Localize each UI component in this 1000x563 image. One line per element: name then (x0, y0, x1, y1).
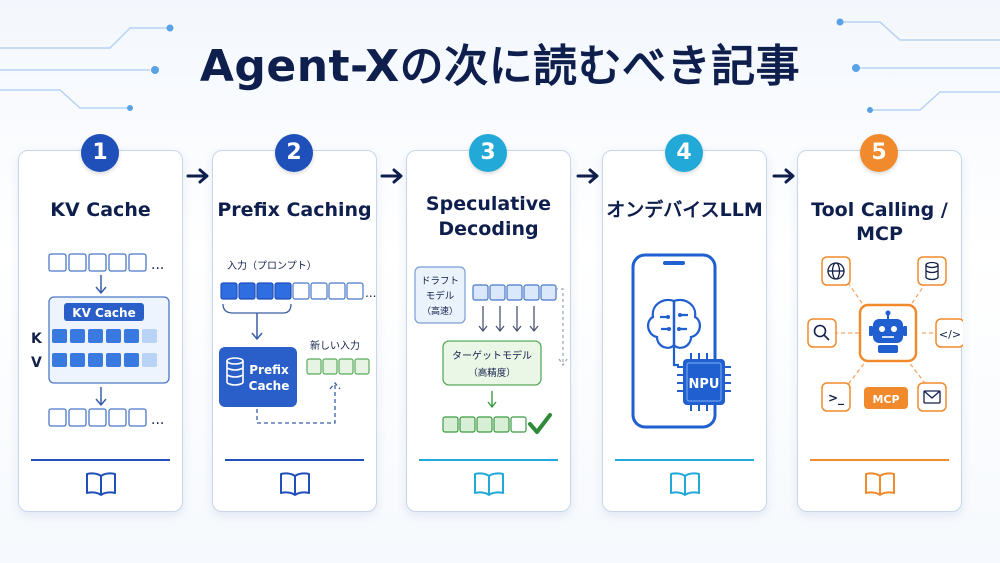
code-icon: </> (939, 328, 961, 341)
card-title: Tool Calling / MCP (811, 199, 948, 245)
card-title: Speculative (425, 193, 552, 215)
ellipsis-label: ... (365, 286, 376, 300)
card-title: Prefix Caching (217, 199, 372, 221)
mcp-label: MCP (872, 393, 899, 406)
on-device-llm-illustration: NPU (631, 253, 731, 429)
arrow-right-icon (772, 168, 795, 184)
card-divider (810, 459, 949, 461)
page-title: Agent-Xの次に読むべき記事 (199, 41, 801, 92)
card-divider (225, 459, 364, 461)
step-badge: 2 (275, 134, 313, 172)
book-icon[interactable] (864, 471, 896, 497)
database-icon (925, 261, 939, 281)
step-badge: 5 (860, 134, 898, 172)
brain-icon (647, 298, 701, 367)
prefix-cache-label: Prefix (249, 363, 289, 377)
arrow-right-icon (186, 168, 209, 184)
check-icon (528, 413, 552, 434)
prefix-caching-illustration: 入力（プロンプト） ... Prefix Cache 新しい入力 (219, 259, 376, 424)
article-card-tool-calling-mcp[interactable]: Tool Calling / MCP </> >_ (797, 150, 963, 512)
arrow-right-icon (576, 168, 599, 184)
arrow-right-icon (380, 168, 403, 184)
v-label: V (31, 355, 42, 371)
book-icon[interactable] (473, 471, 505, 497)
step-badge: 1 (81, 134, 119, 172)
input-label: 入力（プロンプト） (227, 259, 317, 272)
kv-cache-illustration: ... KV Cache K V (31, 253, 170, 428)
speculative-decoding-illustration: ドラフト モデル （高速） ターゲットモデル （高精度） (414, 266, 568, 434)
step-badge: 4 (665, 134, 703, 172)
article-card-prefix-caching[interactable]: Prefix Caching 入力（プロンプト） ... Prefix Cach… (212, 150, 377, 512)
draft-model-label: ドラフト (421, 276, 459, 287)
book-icon[interactable] (279, 471, 311, 497)
globe-icon (827, 262, 845, 280)
target-model-label: ターゲットモデル (452, 349, 532, 362)
card-divider (31, 459, 170, 461)
card-title: KV Cache (50, 199, 151, 221)
mail-icon (923, 390, 941, 404)
kv-cache-box-label: KV Cache (72, 306, 135, 320)
step-badge: 3 (469, 134, 507, 172)
article-card-on-device-llm[interactable]: オンデバイスLLM NPU (602, 150, 767, 512)
card-divider (419, 459, 558, 461)
robot-icon (869, 310, 907, 353)
npu-chip-label: NPU (689, 377, 720, 392)
k-label: K (31, 331, 43, 347)
target-model-label: （高精度） (468, 367, 516, 379)
draft-model-label: モデル (426, 290, 455, 302)
prefix-cache-label: Cache (249, 379, 290, 393)
ellipsis-label: ... (151, 412, 164, 428)
tool-calling-illustration: </> >_ MCP (807, 256, 963, 412)
card-title: Decoding (438, 218, 539, 240)
new-input-label: 新しい入力 (310, 339, 360, 352)
card-divider (615, 459, 754, 461)
book-icon[interactable] (669, 471, 701, 497)
book-icon[interactable] (85, 471, 117, 497)
ellipsis-label: ... (151, 257, 164, 273)
article-card-kv-cache[interactable]: KV Cache ... KV Cache (18, 150, 183, 512)
article-card-speculative-decoding[interactable]: Speculative Decoding ドラフト モデル （高速） ターゲット… (406, 150, 571, 512)
terminal-icon: >_ (828, 391, 844, 406)
card-title: オンデバイスLLM (606, 199, 763, 221)
search-icon (813, 324, 830, 341)
draft-model-label: （高速） (422, 305, 458, 317)
